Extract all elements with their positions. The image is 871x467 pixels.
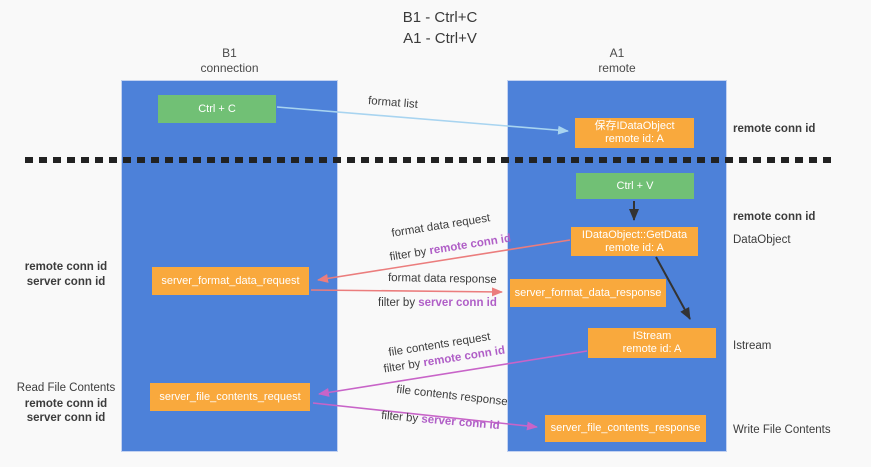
getdata-line1: IDataObject::GetData	[581, 228, 688, 241]
filter-by-text: filter by	[380, 409, 422, 426]
lane-b1-subtitle: connection	[200, 61, 259, 75]
annotation-left-remote-conn-id: remote conn id	[24, 261, 108, 273]
annotation-read-file-contents: Read File Contents	[16, 382, 116, 394]
filter-by-text: filter by	[378, 297, 419, 309]
filter-by-text: filter by	[388, 245, 431, 264]
save-idataobject-line2: remote id: A	[605, 133, 664, 145]
dashed-divider	[25, 157, 837, 163]
format-list-label: format list	[367, 95, 419, 111]
title-line-2: A1 - Ctrl+V	[403, 30, 477, 47]
annotation-left-remote-conn-id-2: remote conn id	[24, 398, 108, 410]
lane-a1-subtitle: remote	[598, 61, 636, 75]
getdata-line2: remote id: A	[605, 241, 664, 254]
getdata-box: IDataObject::GetData remote id: A	[571, 227, 698, 256]
lane-header-a1: A1 remote	[507, 46, 727, 76]
save-idataobject-line1: 保存IDataObject	[594, 120, 675, 132]
annotation-left-server-conn-id-2: server conn id	[26, 412, 106, 424]
annotation-dataobject: DataObject	[733, 234, 791, 246]
save-idataobject-box: 保存IDataObject remote id: A	[575, 118, 694, 148]
istream-line2: remote id: A	[622, 343, 682, 355]
annotation-left-server-conn-id: server conn id	[26, 276, 106, 288]
file-contents-response-label: file contents response	[395, 383, 509, 409]
file-contents-response-filter-label: filter by server conn id	[381, 410, 500, 432]
server-file-contents-response-box: server_file_contents_response	[545, 415, 706, 442]
format-data-response-arrow	[310, 287, 503, 297]
lane-header-b1: B1 connection	[121, 46, 338, 76]
format-data-response-label: format data response	[387, 272, 497, 286]
ctrl-v-box: Ctrl + V	[576, 173, 694, 199]
annotation-istream: Istream	[733, 340, 772, 352]
server-format-data-request-label: server_format_data_request	[161, 274, 300, 287]
server-conn-id-text: server conn id	[420, 413, 501, 433]
lane-a1-name: A1	[609, 46, 625, 60]
title-line-1: B1 - Ctrl+C	[402, 9, 478, 26]
annotation-remote-conn-id-top: remote conn id	[733, 123, 816, 135]
server-file-contents-response-label: server_file_contents_response	[550, 422, 701, 434]
annotation-remote-conn-id-mid: remote conn id	[733, 211, 816, 223]
diagram-title: B1 - Ctrl+C A1 - Ctrl+V	[330, 7, 550, 49]
format-data-request-label: format data request	[390, 212, 492, 240]
server-conn-id-text: server conn id	[418, 297, 497, 309]
server-file-contents-request-box: server_file_contents_request	[150, 383, 310, 411]
ctrl-c-box: Ctrl + C	[158, 95, 276, 123]
server-format-data-request-box: server_format_data_request	[152, 267, 309, 295]
format-data-response-filter-label: filter by server conn id	[378, 297, 497, 309]
lane-b1-name: B1	[222, 46, 237, 60]
istream-line1: IStream	[632, 330, 672, 342]
istream-box: IStream remote id: A	[588, 328, 716, 358]
remote-conn-id-text: remote conn id	[428, 232, 512, 258]
annotation-write-file-contents: Write File Contents	[733, 424, 831, 436]
ctrl-c-label: Ctrl + C	[198, 102, 236, 115]
filter-by-text: filter by	[382, 357, 425, 376]
ctrl-v-label: Ctrl + V	[616, 179, 654, 192]
server-file-contents-request-label: server_file_contents_request	[159, 390, 301, 403]
server-format-data-response-label: server_format_data_response	[514, 286, 662, 299]
server-format-data-response-box: server_format_data_response	[510, 279, 666, 307]
